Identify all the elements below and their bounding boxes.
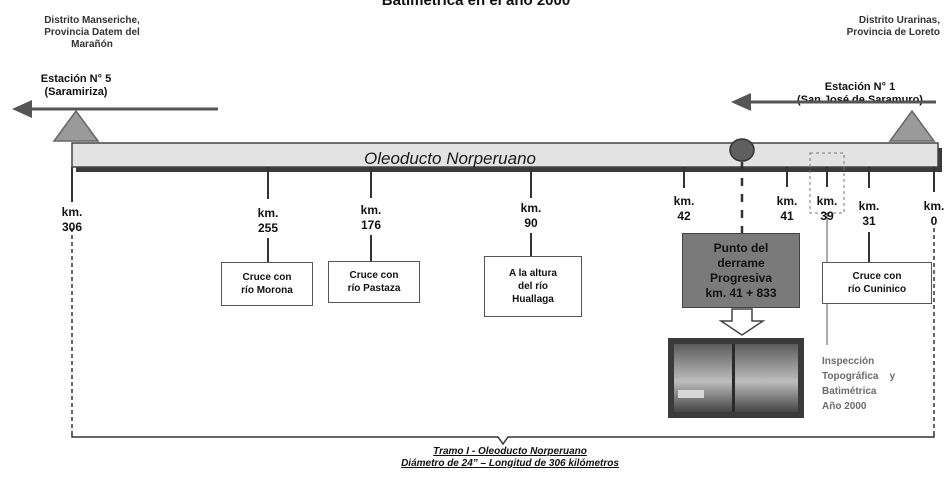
km-marker-255: km. 255	[257, 206, 279, 235]
crossing-label-huallaga: A la altura del río Huallaga	[509, 268, 557, 305]
station-5-triangle	[52, 109, 100, 142]
crossing-label-pastaza: Cruce con río Pastaza	[347, 270, 401, 294]
inspection-note: Inspección Topográfica y Batimétrica Año…	[822, 356, 896, 412]
crossing-box-pastaza: Cruce con río Pastaza	[328, 261, 420, 303]
flow-arrow-left	[12, 100, 218, 118]
spill-location-dot	[729, 138, 755, 162]
tramo-bracket	[71, 432, 935, 446]
pipeline-photo	[668, 338, 804, 418]
km-marker-42: km. 42	[673, 194, 695, 223]
km-marker-0: km. 0	[923, 199, 945, 228]
km-marker-41: km. 41	[776, 194, 798, 223]
km-marker-176: km. 176	[360, 203, 382, 232]
pipeline-bar	[71, 142, 939, 168]
right-district-label: Distrito Urarinas, Provincia de Loreto	[846, 15, 940, 38]
crossing-box-morona: Cruce con río Morona	[221, 262, 313, 306]
tramo-caption: Tramo I - Oleoducto Norperuano Diámetro …	[300, 446, 720, 470]
down-arrow-icon	[718, 308, 766, 336]
spill-point-box: Punto del derrame Progresiva km. 41 + 83…	[682, 233, 800, 308]
pipeline-label: Oleoducto Norperuano	[363, 149, 536, 168]
tramo-line-2: Diámetro de 24” – Longitud de 306 kilóme…	[401, 458, 619, 469]
station-1-triangle	[888, 109, 936, 142]
left-district-label: Distrito Manseriche, Provincia Datem del…	[44, 15, 140, 50]
crossing-box-huallaga: A la altura del río Huallaga	[484, 256, 582, 317]
km-marker-90: km. 90	[520, 201, 542, 230]
tramo-line-1: Tramo I - Oleoducto Norperuano	[433, 446, 587, 457]
station-5-label: Estación N° 5 (Saramiriza)	[40, 73, 112, 98]
crossing-label-morona: Cruce con río Morona	[241, 272, 293, 296]
spill-point-label: Punto del derrame Progresiva km. 41 + 83…	[705, 240, 777, 300]
km-marker-306: km. 306	[61, 205, 83, 234]
flow-arrow-right	[731, 93, 936, 111]
km-marker-31: km. 31	[858, 199, 880, 228]
crossing-box-cuninico: Cruce con río Cuninico	[822, 262, 932, 304]
diagram-title: Batimétrica en el año 2000	[381, 0, 571, 9]
km-marker-39: km. 39	[816, 194, 838, 223]
crossing-label-cuninico: Cruce con río Cuninico	[847, 271, 907, 295]
